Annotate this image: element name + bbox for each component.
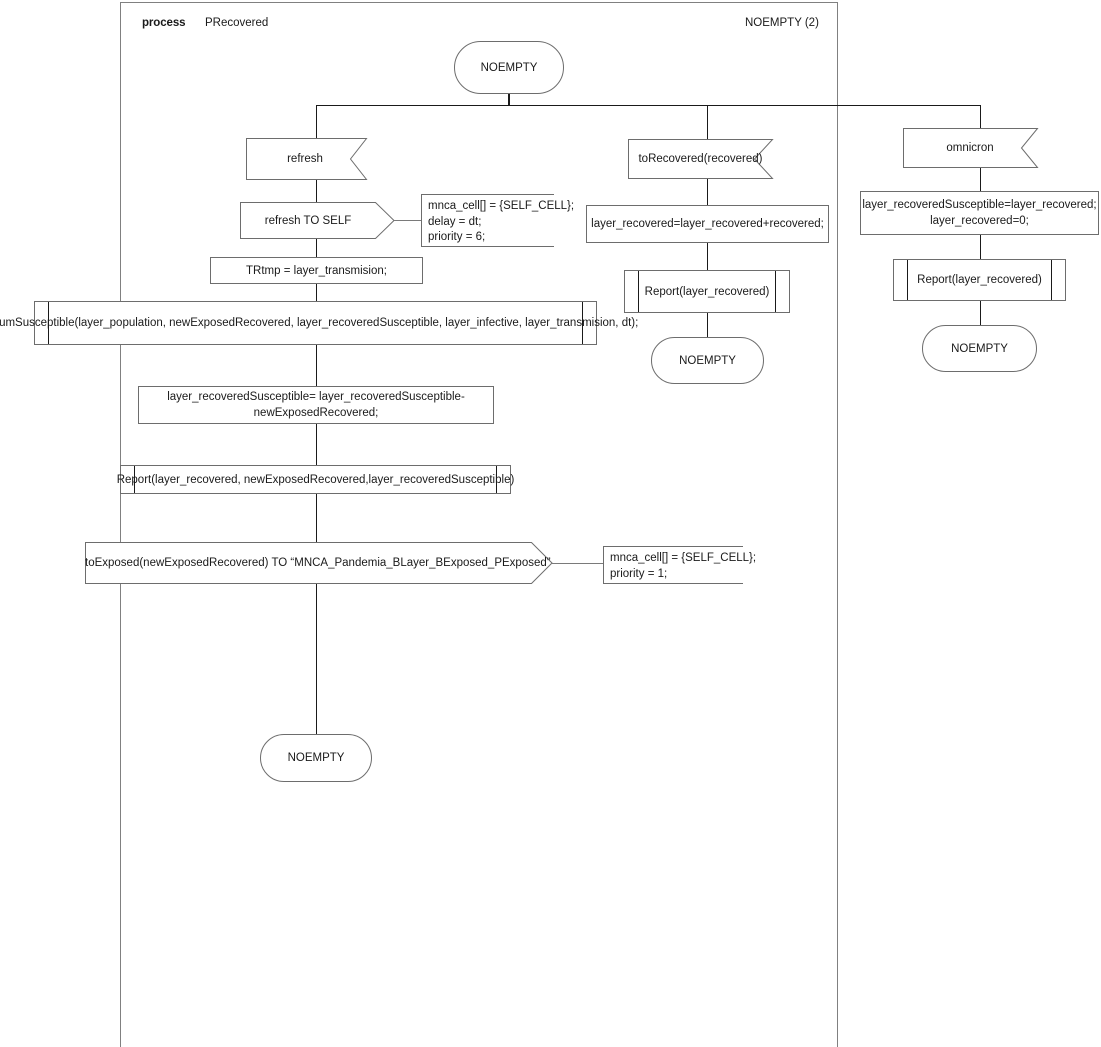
task-layer-recovered-add[interactable]: layer_recovered=layer_recovered+recovere… bbox=[586, 205, 829, 243]
end-state-middle-noempty[interactable]: NOEMPTY bbox=[651, 337, 764, 384]
input-omnicron-label: omnicron bbox=[946, 142, 994, 154]
flow-line-middle-drop bbox=[707, 105, 708, 139]
flow-line-left-4 bbox=[316, 345, 317, 386]
flow-line-left-drop bbox=[316, 105, 317, 138]
end-state-middle-label: NOEMPTY bbox=[679, 354, 736, 367]
process-frame bbox=[120, 2, 838, 1047]
comment-connector-refresh bbox=[394, 220, 422, 221]
comment-refresh-to-self: mnca_cell[] = {SELF_CELL}; delay = dt; p… bbox=[421, 194, 574, 247]
flow-line-left-1 bbox=[316, 180, 317, 202]
end-state-left-noempty[interactable]: NOEMPTY bbox=[260, 734, 372, 782]
flow-line-right-3 bbox=[980, 301, 981, 325]
proccall-report-middle[interactable]: Report(layer_recovered) bbox=[624, 270, 790, 313]
proccall-right-bar bbox=[496, 466, 497, 493]
proccall-right-bar bbox=[582, 302, 583, 344]
input-omnicron[interactable]: omnicron bbox=[903, 128, 1056, 168]
proccall-right-bar bbox=[775, 271, 776, 312]
flow-line-left-6 bbox=[316, 494, 317, 542]
task-layer-recovered-add-label: layer_recovered=layer_recovered+recovere… bbox=[591, 218, 824, 230]
end-state-right-noempty[interactable]: NOEMPTY bbox=[922, 325, 1037, 372]
comment-connector-toexposed bbox=[552, 563, 604, 564]
proccall-left-bar bbox=[907, 260, 908, 300]
output-toexposed[interactable]: toExposed(newExposedRecovered) TO “MNCA_… bbox=[85, 542, 553, 584]
flow-line-left-5 bbox=[316, 424, 317, 465]
task-omnicron-line1: layer_recoveredSusceptible=layer_recover… bbox=[862, 199, 1097, 211]
proccall-left-bar bbox=[638, 271, 639, 312]
flow-line-branch-bus bbox=[316, 105, 981, 106]
proccall-left-bar bbox=[48, 302, 49, 344]
proccall-numsusceptible[interactable]: numSusceptible(layer_population, newExpo… bbox=[0, 301, 638, 345]
task-trtmp[interactable]: TRtmp = layer_transmision; bbox=[210, 257, 423, 284]
input-refresh[interactable]: refresh bbox=[246, 138, 387, 180]
flow-line-middle-3 bbox=[707, 313, 708, 337]
comment-toexposed: mnca_cell[] = {SELF_CELL}; priority = 1; bbox=[603, 546, 756, 584]
proccall-numsusceptible-label: numSusceptible(layer_population, newExpo… bbox=[0, 317, 639, 329]
task-assign-recoveredsusceptible-label: layer_recoveredSusceptible= layer_recove… bbox=[167, 391, 465, 419]
end-state-right-label: NOEMPTY bbox=[951, 342, 1008, 355]
input-refresh-label: refresh bbox=[287, 153, 323, 165]
flow-line-left-3 bbox=[316, 284, 317, 301]
task-assign-recoveredsusceptible[interactable]: layer_recoveredSusceptible= layer_recove… bbox=[138, 386, 494, 424]
output-refresh-to-self-label: refresh TO SELF bbox=[264, 214, 352, 227]
start-state-label: NOEMPTY bbox=[480, 61, 538, 74]
task-omnicron-line2: layer_recovered=0; bbox=[930, 215, 1029, 227]
output-toexposed-label: toExposed(newExposedRecovered) TO “MNCA_… bbox=[85, 557, 551, 569]
flow-line-left-7 bbox=[316, 584, 317, 734]
output-refresh-to-self[interactable]: refresh TO SELF bbox=[240, 202, 395, 239]
input-torecovered-label: toRecovered(recovered) bbox=[638, 153, 763, 165]
end-state-left-label: NOEMPTY bbox=[287, 752, 345, 764]
flow-line-middle-1 bbox=[707, 179, 708, 205]
flow-line-start-stem bbox=[508, 94, 510, 106]
proccall-report-left-label: Report(layer_recovered, newExposedRecove… bbox=[116, 473, 515, 486]
proccall-report-left[interactable]: Report(layer_recovered, newExposedRecove… bbox=[117, 465, 514, 494]
task-trtmp-label: TRtmp = layer_transmision; bbox=[246, 264, 387, 277]
process-keyword: process bbox=[142, 17, 186, 29]
flow-line-right-1 bbox=[980, 168, 981, 191]
proccall-report-right[interactable]: Report(layer_recovered) bbox=[893, 259, 1066, 301]
input-torecovered[interactable]: toRecovered(recovered) bbox=[628, 139, 790, 179]
frame-state-note: NOEMPTY (2) bbox=[745, 17, 819, 29]
start-state-noempty[interactable]: NOEMPTY bbox=[454, 41, 564, 94]
proccall-left-bar bbox=[134, 466, 135, 493]
proccall-right-bar bbox=[1051, 260, 1052, 300]
flow-line-right-2 bbox=[980, 235, 981, 259]
proccall-report-right-label: Report(layer_recovered) bbox=[917, 274, 1042, 286]
flow-line-middle-2 bbox=[707, 243, 708, 270]
flow-line-right-drop bbox=[980, 105, 981, 128]
task-omnicron-assign[interactable]: layer_recoveredSusceptible=layer_recover… bbox=[860, 191, 1099, 235]
process-name: PRecovered bbox=[205, 17, 269, 29]
flow-line-left-2 bbox=[316, 239, 317, 257]
proccall-report-middle-label: Report(layer_recovered) bbox=[644, 285, 770, 298]
